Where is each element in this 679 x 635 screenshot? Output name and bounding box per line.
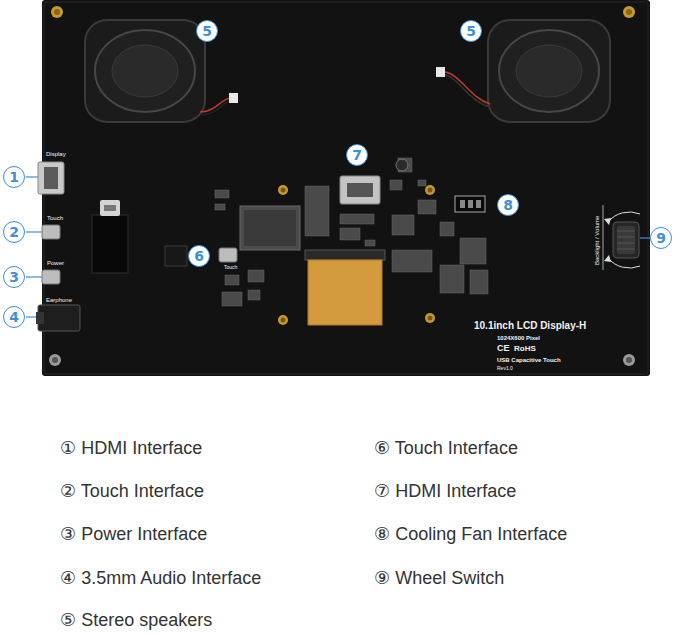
callout-circle: 2 <box>3 221 25 243</box>
port-label: Touch <box>47 215 63 222</box>
callout-number: 3 <box>9 270 19 284</box>
callout-number: 8 <box>503 198 513 212</box>
callout-number: 6 <box>194 249 204 263</box>
legend-item: ④ 3.5mm Audio Interface <box>60 569 261 589</box>
callout-circle: 5 <box>196 20 218 42</box>
board-spec: USB Capacitive Touch <box>497 357 561 364</box>
legend-item: ⑥ Touch Interface <box>374 439 518 459</box>
legend-item: ⑦ HDMI Interface <box>374 482 516 502</box>
callout-number: 9 <box>656 231 666 245</box>
legend-item: ③ Power Interface <box>60 525 207 545</box>
callout-circle: 3 <box>3 266 25 288</box>
mark-label: RoHS <box>514 345 536 354</box>
wheel-label: Backlight / Volume <box>595 215 602 264</box>
legend-item: ⑤ Stereo speakers <box>60 611 212 631</box>
callout-circle: 6 <box>188 245 210 267</box>
port-label: Touch <box>224 265 237 271</box>
port-label: Power <box>47 260 64 267</box>
callout-number: 5 <box>466 24 476 38</box>
port-label: Earphone <box>46 297 72 304</box>
callout-circle: 1 <box>3 166 25 188</box>
callout-number: 7 <box>352 148 362 162</box>
callout-number: 5 <box>202 24 212 38</box>
callout-circle: 5 <box>460 20 482 42</box>
callout-circle: 7 <box>346 144 368 166</box>
legend-item: ② Touch Interface <box>60 482 204 502</box>
callout-circle: 8 <box>497 194 519 216</box>
board-title: 10.1inch LCD Display-H <box>474 320 586 331</box>
mark-label: CE <box>497 344 510 354</box>
board-spec: 1024X600 Pixel <box>497 335 540 342</box>
callout-circle: 9 <box>650 227 672 249</box>
port-label: Display <box>46 151 66 158</box>
callout-number: 1 <box>9 170 19 184</box>
callout-circle: 4 <box>3 306 25 328</box>
legend-item: ① HDMI Interface <box>60 439 202 459</box>
legend-item: ⑧ Cooling Fan Interface <box>374 525 567 545</box>
callout-number: 2 <box>9 225 19 239</box>
legend-item: ⑨ Wheel Switch <box>374 569 504 589</box>
callout-number: 4 <box>9 310 19 324</box>
board-spec: Rev1.0 <box>497 366 513 372</box>
